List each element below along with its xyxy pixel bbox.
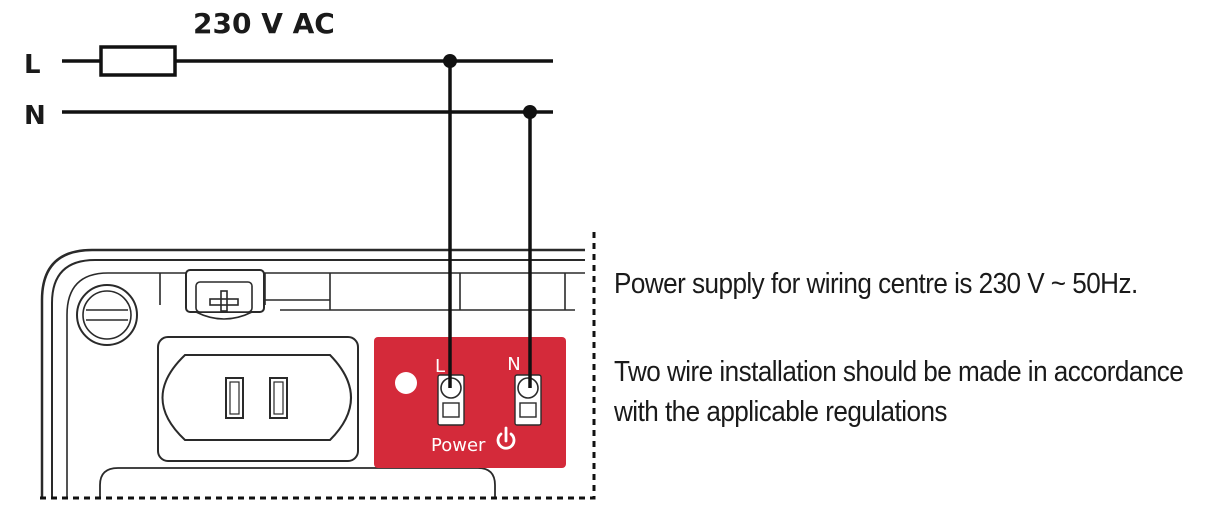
installation-note: Two wire installation should be made in …: [614, 352, 1184, 432]
line-junction: [443, 54, 457, 68]
fuse: [99, 45, 177, 77]
line-label: L: [24, 50, 41, 80]
terminal-n-label: N: [507, 354, 520, 375]
wiring-centre-housing: [40, 248, 585, 498]
installation-note-line-2: with the applicable regulations: [614, 396, 947, 428]
cutaway-boundary: [40, 232, 596, 500]
mounting-screw: [76, 284, 138, 346]
cable-clip: [185, 269, 265, 320]
terminal-l-label: L: [435, 356, 445, 377]
installation-note-line-1: Two wire installation should be made in …: [614, 356, 1184, 388]
power-terminal-block: L N Power: [374, 337, 566, 468]
neutral-junction: [523, 105, 537, 119]
power-socket: [99, 336, 496, 498]
power-supply-note: Power supply for wiring centre is 230 V …: [614, 268, 1138, 300]
power-icon: [496, 426, 516, 450]
voltage-label: 230 V AC: [193, 7, 335, 40]
neutral-label: N: [24, 101, 46, 131]
indicator-led: [395, 372, 417, 394]
power-label: Power: [431, 435, 486, 456]
